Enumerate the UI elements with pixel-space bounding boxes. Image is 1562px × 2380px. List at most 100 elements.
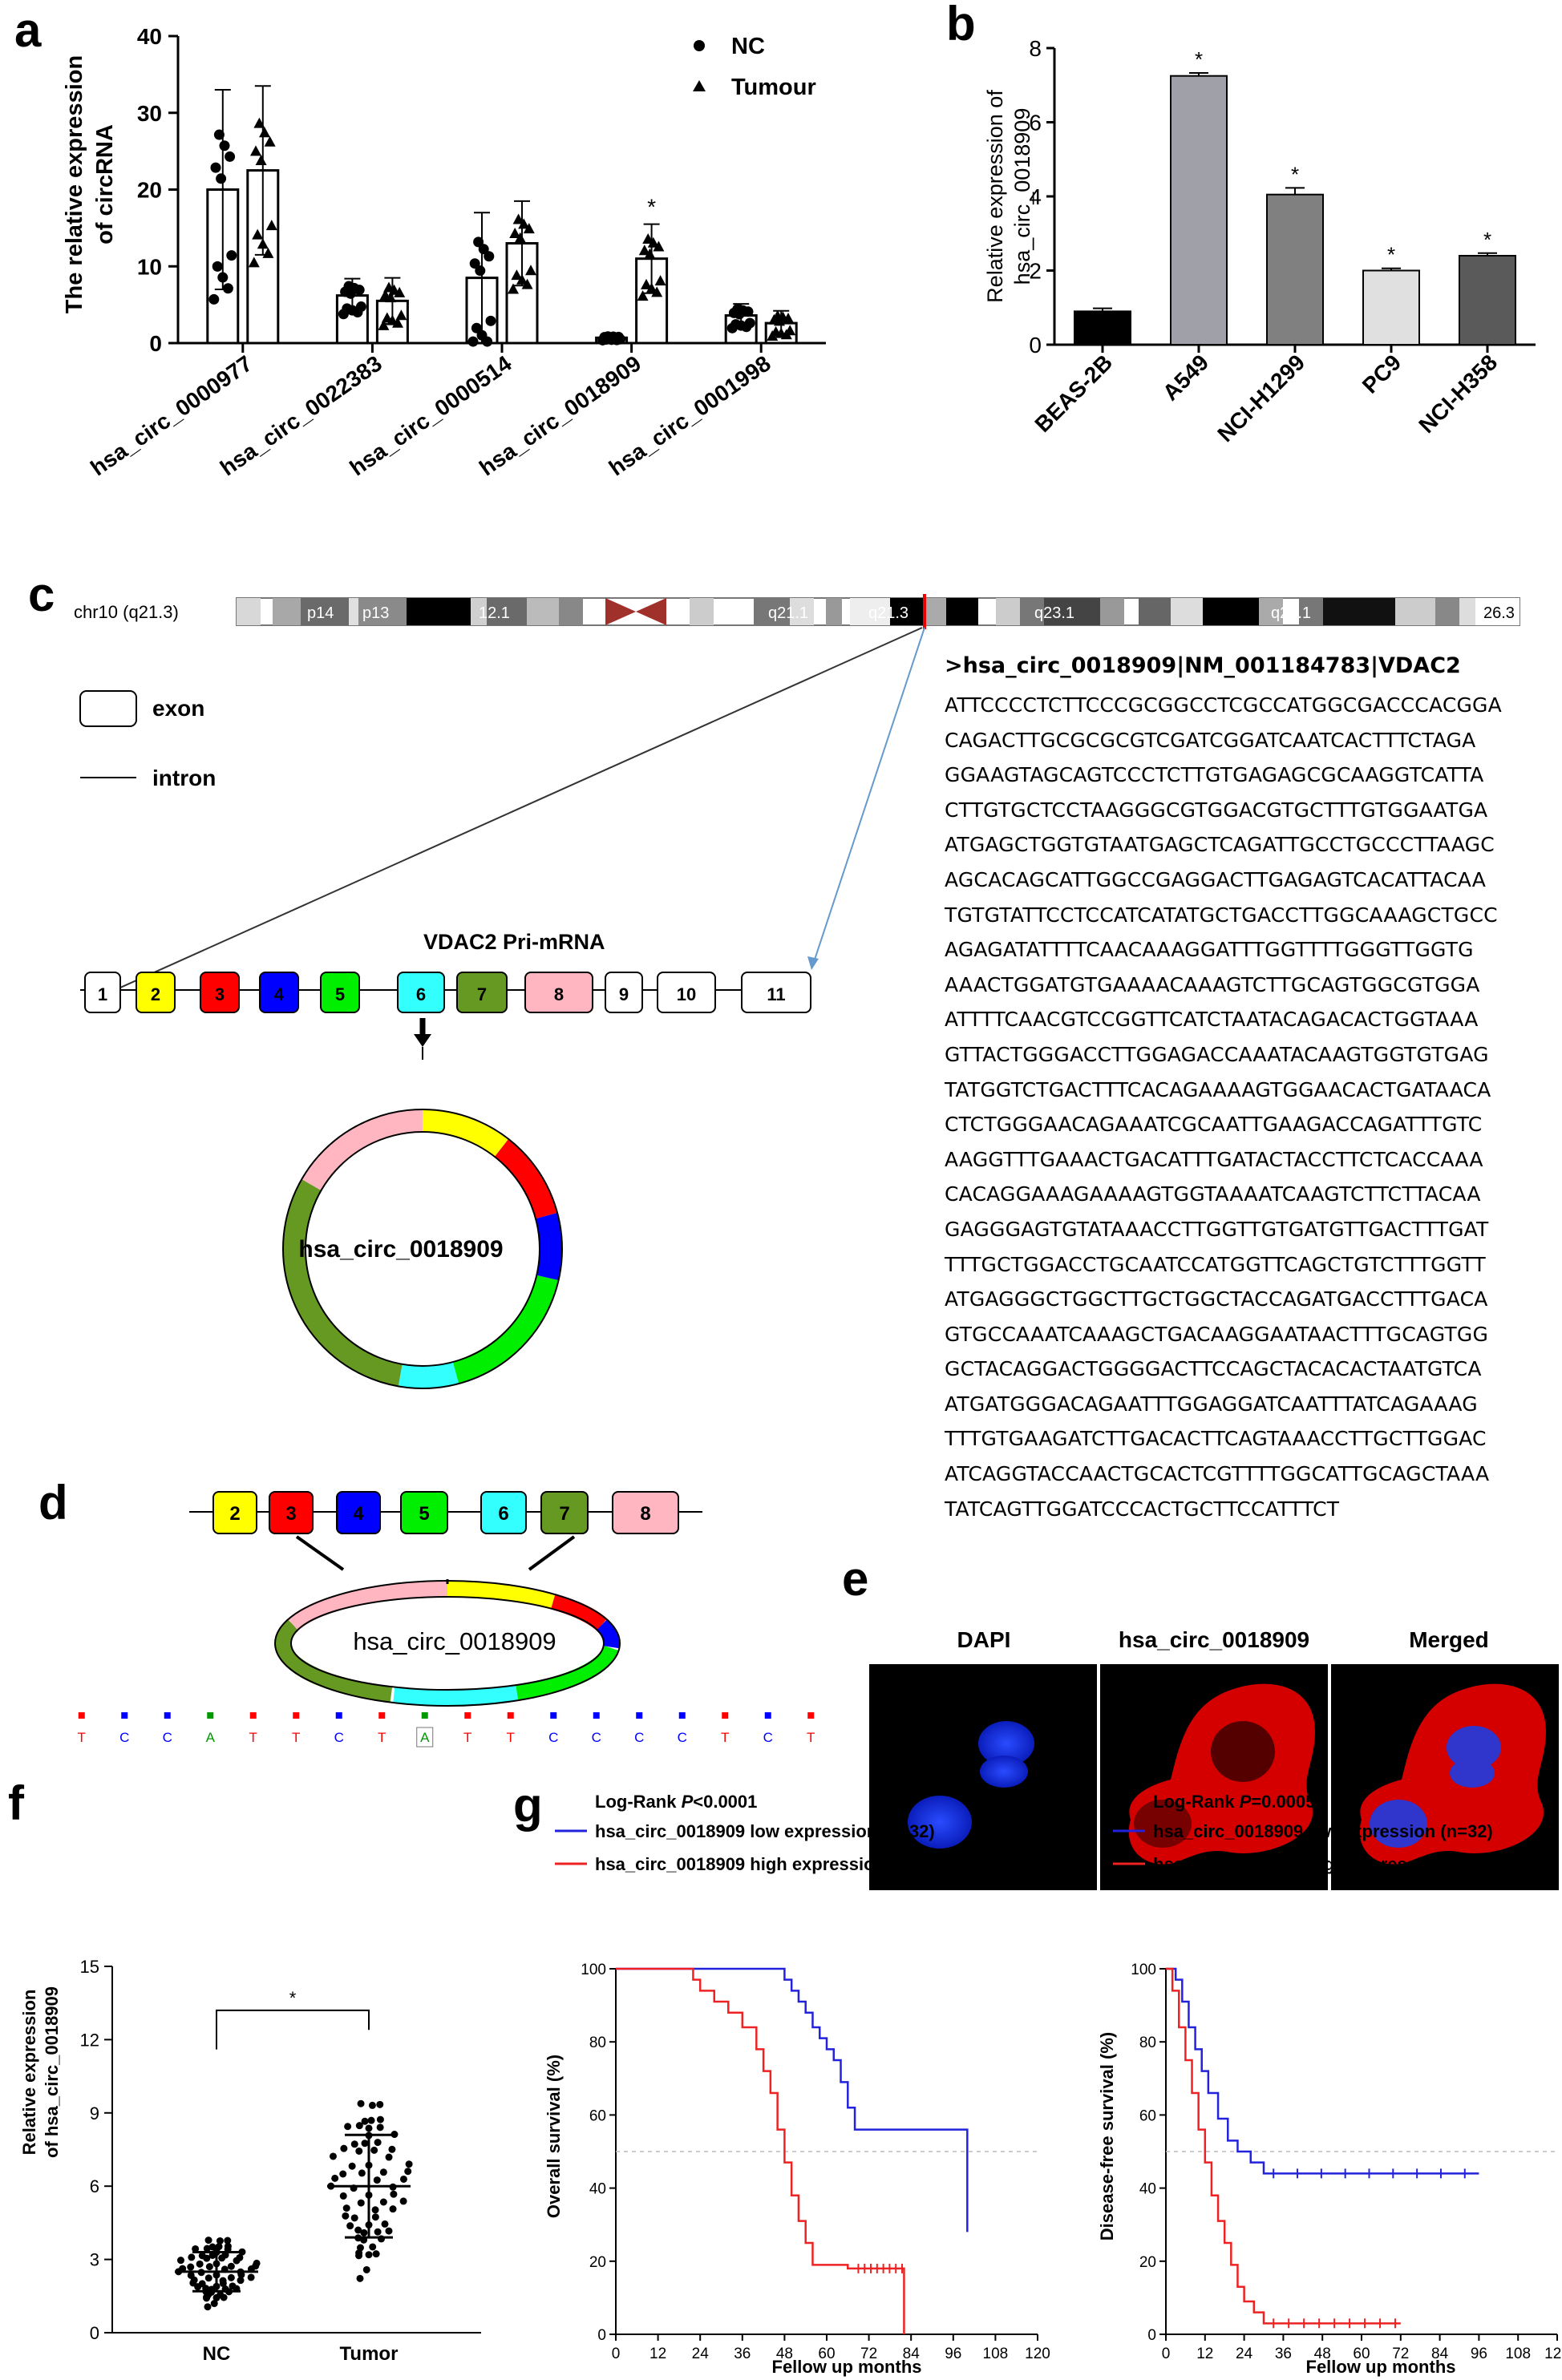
- f-point: [210, 2300, 218, 2308]
- g-x-tick-label: 36: [734, 2346, 751, 2362]
- a-point: [784, 325, 796, 336]
- d-exon-box-5: [400, 1491, 448, 1534]
- b-bar: [1266, 193, 1324, 345]
- f-point: [205, 2263, 213, 2271]
- g-x-tick-label: 96: [945, 2346, 961, 2362]
- h-y-tick-label: 100: [1131, 1962, 1156, 1978]
- h-x-tick-label: 24: [1236, 2346, 1253, 2362]
- exon-label-7: 7: [477, 984, 487, 1004]
- splice-arrow-head: [414, 1034, 431, 1047]
- f-point: [379, 2198, 387, 2206]
- a-point: [653, 240, 665, 252]
- a-point: [342, 303, 353, 314]
- a-point: [265, 220, 277, 231]
- f-point: [252, 2262, 260, 2270]
- f-y-tick-label: 3: [90, 2250, 99, 2270]
- zoom-line-right: [812, 627, 925, 965]
- d-circ-label: hsa_circ_0018909: [353, 1627, 556, 1655]
- f-point: [354, 2226, 362, 2234]
- a-point: [217, 272, 229, 283]
- band-label-q21-3: q21.3: [868, 604, 908, 622]
- base-call-label: T: [807, 1730, 815, 1745]
- f-point: [196, 2260, 204, 2268]
- ring-segment: [535, 1212, 562, 1281]
- legend-tumour-marker: [693, 80, 706, 91]
- f-point: [368, 2101, 376, 2109]
- band-label-p14: p14: [307, 604, 334, 622]
- a-point: [381, 312, 393, 323]
- f-point: [357, 2199, 365, 2207]
- sequence-line: GAGGGAGTGTATAAACCTTGGTTGTGATGTTGACTTTGAT: [945, 1217, 1489, 1241]
- a-point: [478, 244, 489, 255]
- junction-highlight: [416, 1727, 434, 1748]
- f-point: [342, 2212, 350, 2220]
- d-exon-box-4: [336, 1491, 381, 1534]
- exon-box-9: [605, 972, 643, 1013]
- ring-segment: [283, 1179, 403, 1387]
- b-significance: *: [1195, 47, 1203, 71]
- d-exon-box-2: [212, 1491, 257, 1534]
- b-x-tick-label: NCI-H358: [1414, 350, 1502, 438]
- f-point: [361, 2140, 369, 2148]
- g-legend-low: hsa_circ_0018909 low expression (n=32): [595, 1821, 935, 1841]
- f-point: [379, 2168, 387, 2176]
- base-call-label: C: [334, 1730, 344, 1745]
- a-y-tick-label: 10: [137, 254, 162, 279]
- f-point: [229, 2282, 237, 2290]
- g-x-tick-label: 24: [692, 2346, 710, 2362]
- sequence-line: TGTGTATTCCTCCATCATATGCTGACCTTGGCAAAGCTGC…: [945, 903, 1498, 927]
- base-call-marker: [121, 1712, 128, 1719]
- d-exon-box-3: [269, 1491, 314, 1534]
- panel-letter-b: b: [946, 0, 976, 51]
- g-km-curve: [616, 1967, 905, 2334]
- f-point: [227, 2262, 235, 2270]
- f-point: [216, 2291, 225, 2299]
- a-point: [257, 238, 269, 249]
- ring-segment: [422, 1109, 509, 1158]
- a-point: [383, 281, 395, 293]
- exon-box-3: [200, 972, 240, 1013]
- b-x-tick-label: A549: [1158, 350, 1213, 405]
- f-point: [399, 2197, 407, 2205]
- zoom-line-left: [87, 627, 923, 1003]
- a-point: [654, 275, 666, 286]
- f-point: [389, 2205, 397, 2213]
- a-point: [343, 281, 354, 292]
- a-point: [222, 283, 233, 294]
- a-point: [511, 269, 523, 281]
- f-point: [236, 2253, 244, 2261]
- sequence-line: TTTGCTGGACCTGCAATCCATGGTTCAGCTGTCTTTGGTT: [945, 1252, 1486, 1276]
- d-exon-label-6: 6: [498, 1503, 508, 1525]
- f-point: [329, 2152, 337, 2160]
- panel-letter-c: c: [28, 568, 55, 621]
- base-call-label: T: [378, 1730, 386, 1745]
- a-point: [248, 257, 260, 268]
- f-point: [204, 2237, 212, 2245]
- sequence-line: ATCAGGTACCAACTGCACTCGTTTTGGCATTGCAGCTAAA: [945, 1462, 1490, 1486]
- d-ring-segment: [447, 1581, 556, 1610]
- d-ring-segment: [516, 1645, 619, 1701]
- a-point: [644, 248, 656, 259]
- base-call-label: C: [592, 1730, 601, 1745]
- panel-e-fish-images: DAPI hsa_circ_0018909 Merged: [869, 1627, 1559, 1890]
- a-point: [471, 322, 482, 333]
- g-y-tick-label: 20: [589, 2254, 606, 2271]
- exon-legend-box: [79, 690, 137, 727]
- panel-a-legend: NC Tumour: [693, 34, 816, 100]
- a-point: [259, 127, 270, 138]
- exon-box-11: [741, 972, 811, 1013]
- base-call-marker: [249, 1712, 257, 1719]
- base-call-marker: [807, 1712, 815, 1719]
- d-ring-segment: [287, 1581, 448, 1631]
- f-point: [373, 2176, 381, 2184]
- b-x-tick-label: BEAS-2B: [1030, 350, 1117, 437]
- image-circrna: [1100, 1664, 1328, 1890]
- chromosome-label: chr10 (q21.3): [74, 602, 179, 622]
- h-legend-low: hsa_circ_0018909 low expression (n=32): [1153, 1821, 1493, 1841]
- panel-a-ylabel-line2: of circRNA: [92, 124, 118, 244]
- f-point: [357, 2099, 365, 2107]
- a-point: [637, 290, 649, 301]
- ring-segment: [398, 1361, 459, 1388]
- base-call-marker: [550, 1712, 557, 1719]
- h-y-tick-label: 20: [1139, 2254, 1156, 2271]
